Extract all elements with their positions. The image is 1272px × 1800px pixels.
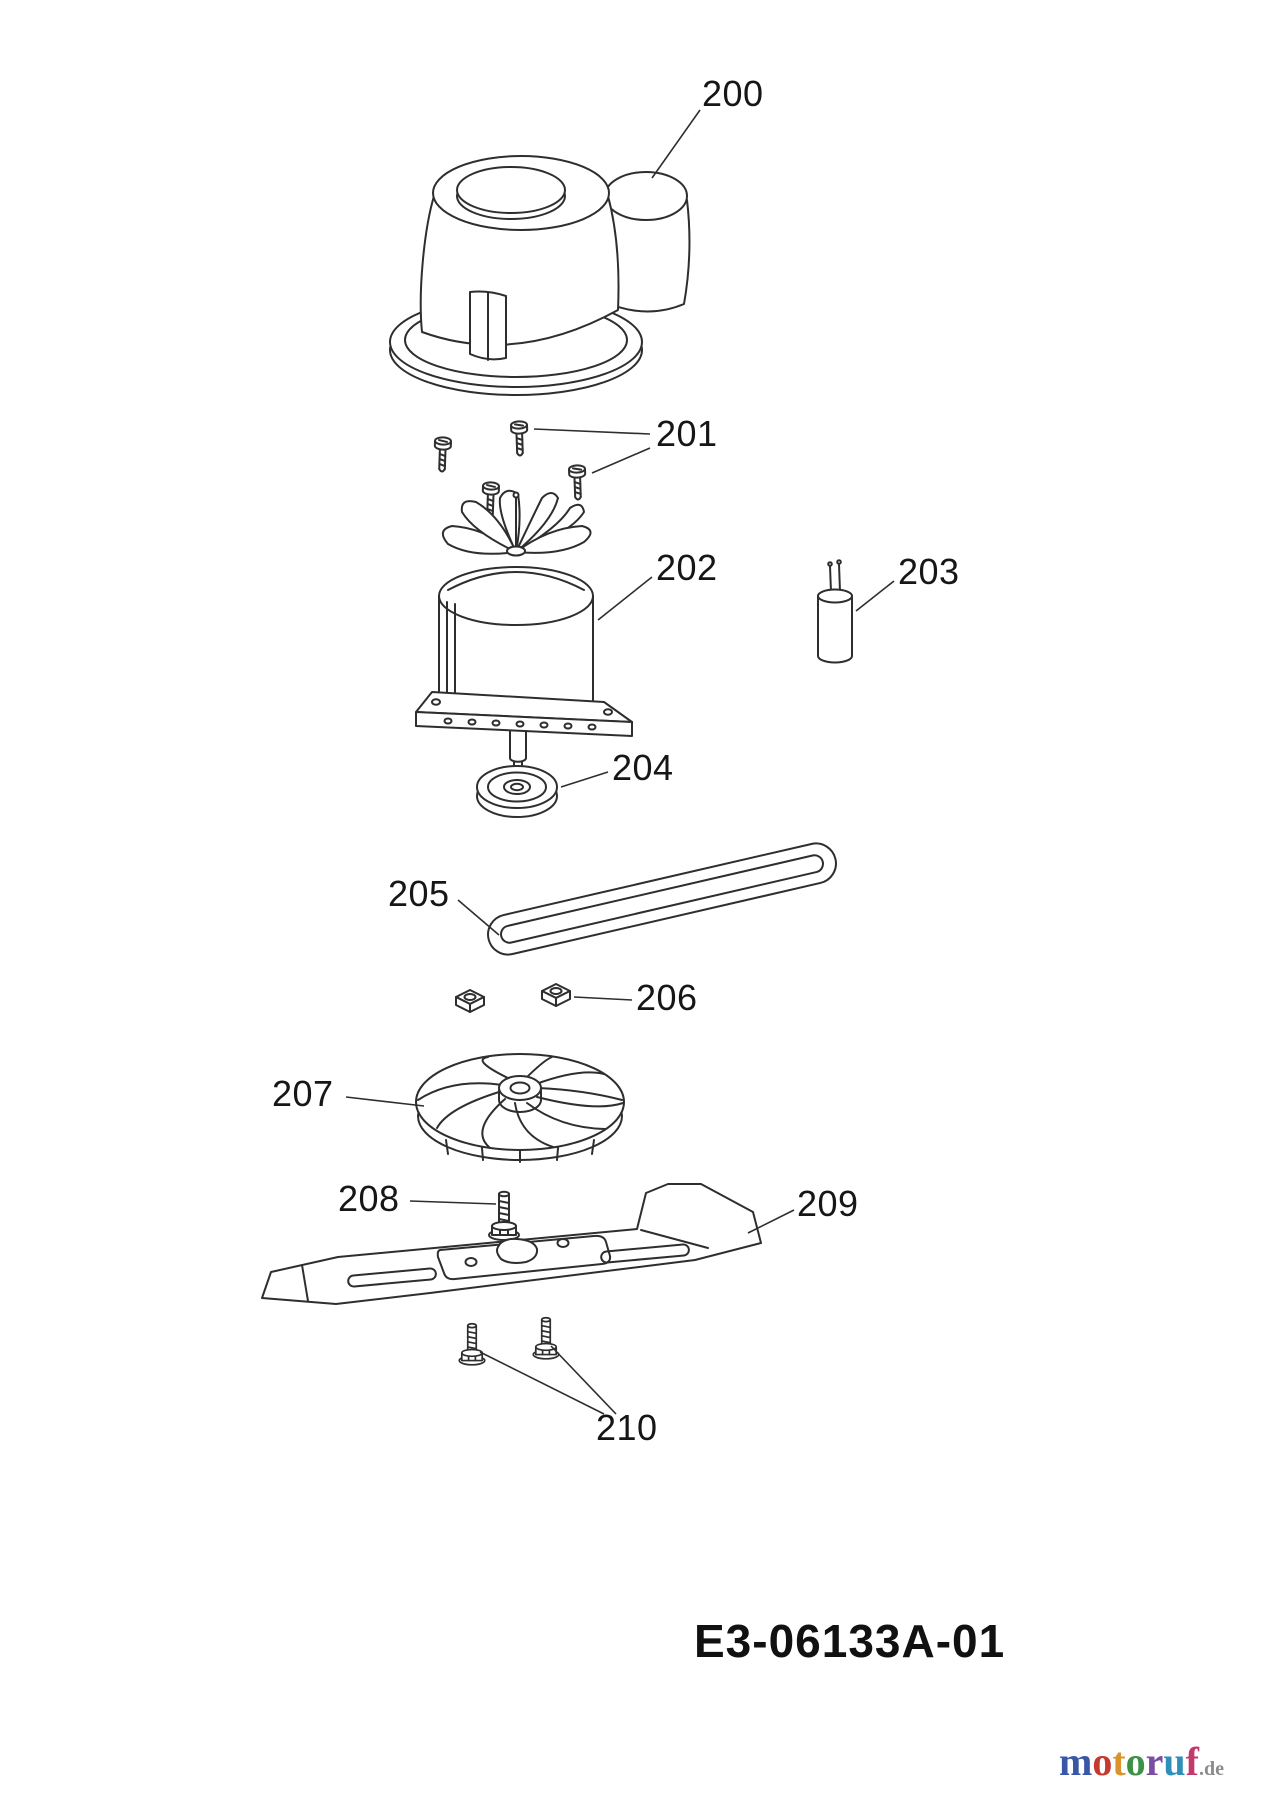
- part-label-204: 204: [612, 747, 674, 788]
- leader-lines: [345, 109, 895, 1415]
- part-label-201: 201: [656, 413, 718, 454]
- watermark: motoruf.de: [1059, 1742, 1224, 1782]
- watermark-letter: m: [1059, 1739, 1093, 1784]
- capacitor-drawing: [817, 559, 853, 664]
- part-label-206: 206: [636, 977, 698, 1018]
- watermark-letter: f: [1185, 1739, 1199, 1784]
- motor-cover-drawing: [389, 155, 691, 396]
- watermark-letter: r: [1145, 1739, 1164, 1784]
- drawing-number: E3-06133A-01: [694, 1615, 1006, 1667]
- watermark-suffix: .de: [1199, 1758, 1224, 1780]
- blade-drawing: [261, 1183, 762, 1305]
- part-label-210: 210: [596, 1407, 658, 1448]
- pulley-drawing: [476, 765, 558, 818]
- motor-drawing: [415, 489, 633, 773]
- belt-drawing: [487, 842, 837, 956]
- nuts-drawing: [455, 983, 571, 1013]
- watermark-letter: o: [1092, 1739, 1113, 1784]
- part-label-202: 202: [656, 547, 718, 588]
- part-label-205: 205: [388, 873, 450, 914]
- part-label-209: 209: [797, 1183, 859, 1224]
- part-label-208: 208: [338, 1178, 400, 1219]
- fan-drawing: [415, 1053, 625, 1163]
- watermark-letter: o: [1125, 1739, 1146, 1784]
- blade-bolt-drawing: [488, 1190, 520, 1241]
- watermark-word: motoruf: [1059, 1739, 1199, 1784]
- watermark-letter: t: [1112, 1739, 1126, 1784]
- part-label-203: 203: [898, 551, 960, 592]
- watermark-letter: u: [1163, 1739, 1186, 1784]
- part-label-200: 200: [702, 73, 764, 114]
- bolts-drawing: [458, 1316, 560, 1366]
- part-label-207: 207: [272, 1073, 334, 1114]
